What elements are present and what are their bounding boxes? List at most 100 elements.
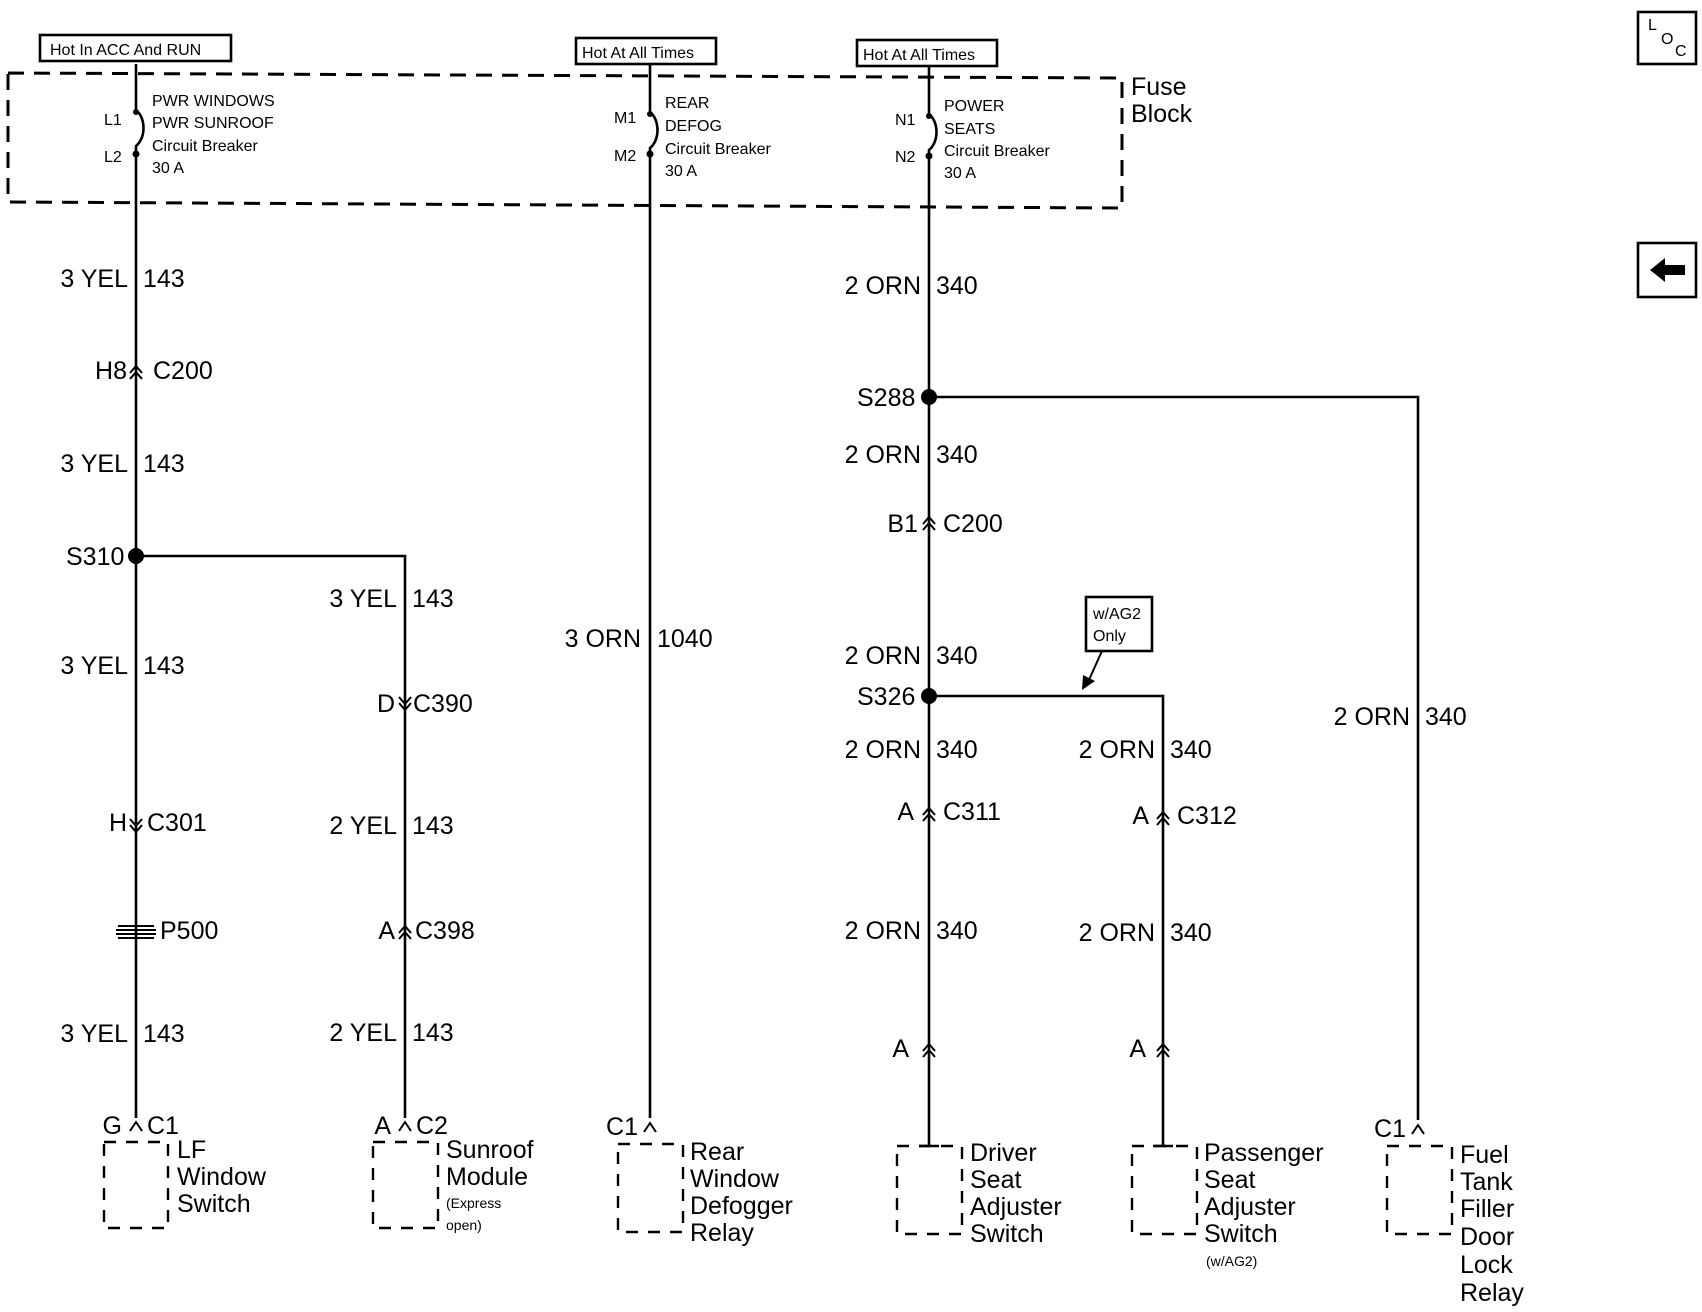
back-button[interactable] [1636,241,1698,299]
svg-text:143: 143 [412,812,454,840]
svg-text:143: 143 [143,450,185,478]
svg-text:Switch: Switch [1204,1220,1278,1248]
svg-text:REAR: REAR [665,95,709,112]
svg-text:143: 143 [412,1019,454,1047]
wire-label: 3 YEL 143 [329,585,453,613]
svg-text:143: 143 [143,652,185,680]
fuse-block-outline [6,71,1124,210]
svg-text:3 ORN: 3 ORN [565,625,641,653]
svg-text:Door: Door [1460,1223,1514,1251]
svg-text:2 ORN: 2 ORN [1079,736,1155,764]
component-sunroof-module: A C2 Sunroof Module (Express open) [371,1112,534,1233]
wire-340-pass-branch [929,694,1165,1146]
loc-button[interactable]: L O C [1636,10,1698,66]
svg-text:C1: C1 [606,1113,638,1141]
svg-text:POWER: POWER [944,98,1004,115]
svg-text:C200: C200 [153,357,213,385]
svg-text:H8: H8 [95,357,127,385]
component-fuel-door-lock-relay: C1 Fuel Tank Filler Door Lock Relay [1374,1115,1524,1307]
svg-text:Switch: Switch [177,1190,251,1218]
svg-text:2 ORN: 2 ORN [1334,703,1410,731]
option-note-ag2: w/AG2 Only [1082,595,1154,690]
svg-text:A: A [1132,802,1149,830]
fuse-block-label-1: Fuse [1131,73,1187,101]
svg-text:(w/AG2): (w/AG2) [1206,1253,1257,1269]
svg-text:Circuit Breaker: Circuit Breaker [944,143,1050,160]
svg-text:C2: C2 [416,1112,448,1140]
svg-text:A: A [374,1112,391,1140]
wire-label: 2 ORN 340 [845,917,978,945]
wire-label: 2 ORN 340 [845,441,978,469]
connector-c390: D C390 [377,690,473,718]
loc-letter-c: C [1675,43,1687,60]
svg-text:3 YEL: 3 YEL [60,450,128,478]
svg-text:2 ORN: 2 ORN [845,272,921,300]
connector-c312: A C312 [1132,802,1236,830]
svg-text:Adjuster: Adjuster [970,1193,1062,1221]
svg-text:340: 340 [936,272,978,300]
svg-text:N2: N2 [895,149,916,166]
svg-text:Switch: Switch [970,1220,1044,1248]
connector-c398: A C398 [378,917,474,945]
svg-text:Circuit Breaker: Circuit Breaker [152,138,258,155]
svg-text:2 ORN: 2 ORN [845,736,921,764]
svg-text:C200: C200 [943,510,1003,538]
component-lf-window-switch: G C1 LF Window Switch [103,1112,267,1230]
svg-text:S326: S326 [857,683,915,711]
svg-text:2 ORN: 2 ORN [845,441,921,469]
svg-text:(Express: (Express [446,1195,501,1211]
svg-text:C398: C398 [415,917,475,945]
svg-text:Window: Window [690,1165,780,1193]
svg-text:Passenger: Passenger [1204,1139,1324,1167]
svg-text:30 A: 30 A [944,165,976,182]
svg-text:B1: B1 [887,510,918,538]
svg-text:Tank: Tank [1460,1168,1513,1196]
circuit-breaker-pwr-windows: L1 L2 PWR WINDOWS PWR SUNROOF Circuit Br… [104,64,275,177]
svg-text:143: 143 [143,1020,185,1048]
svg-text:M1: M1 [614,110,636,127]
svg-text:PWR WINDOWS: PWR WINDOWS [152,93,275,110]
svg-text:1040: 1040 [657,625,713,653]
splice-s288: S288 [857,384,937,412]
svg-text:Hot At All Times: Hot At All Times [863,47,975,64]
svg-text:Module: Module [446,1163,528,1191]
svg-text:w/AG2: w/AG2 [1092,606,1141,623]
svg-text:N1: N1 [895,112,916,129]
svg-text:Hot In ACC And RUN: Hot In ACC And RUN [50,42,201,59]
connector-c301: H C301 [109,809,207,837]
svg-text:30 A: 30 A [665,163,697,180]
wire-label: 3 YEL 143 [60,265,184,293]
hot-label-acc-run: Hot In ACC And RUN [38,33,233,63]
loc-letter-l: L [1648,17,1657,34]
connector-pass-seat: A [1129,1035,1170,1063]
wire-label: 2 ORN 340 [1079,919,1212,947]
wire-label: 2 ORN 340 [845,642,978,670]
connector-c311: A C311 [897,798,1001,826]
svg-text:H: H [109,809,127,837]
connector-c200-h8: H8 C200 [95,357,213,385]
wire-label: 3 YEL 143 [60,652,184,680]
svg-text:340: 340 [1170,919,1212,947]
svg-text:C301: C301 [147,809,207,837]
svg-text:Only: Only [1093,628,1126,645]
svg-text:2 YEL: 2 YEL [329,1019,397,1047]
svg-text:Defogger: Defogger [690,1192,793,1220]
svg-text:DEFOG: DEFOG [665,118,722,135]
svg-text:2 YEL: 2 YEL [329,812,397,840]
circuit-breaker-rear-defog: M1 M2 REAR DEFOG Circuit Breaker 30 A [614,64,771,180]
svg-text:C312: C312 [1177,802,1237,830]
component-driver-seat-adjuster-switch: Driver Seat Adjuster Switch [895,1139,1062,1248]
svg-text:143: 143 [143,265,185,293]
svg-text:Window: Window [177,1163,267,1191]
svg-text:A: A [1129,1035,1146,1063]
svg-text:3 YEL: 3 YEL [60,1020,128,1048]
svg-text:Filler: Filler [1460,1195,1514,1223]
svg-text:C311: C311 [943,798,1001,826]
svg-text:30 A: 30 A [152,160,184,177]
svg-text:D: D [377,690,395,718]
svg-text:Circuit Breaker: Circuit Breaker [665,141,771,158]
svg-text:3 YEL: 3 YEL [60,265,128,293]
svg-text:L2: L2 [104,149,122,166]
svg-text:3 YEL: 3 YEL [329,585,397,613]
svg-text:340: 340 [1170,736,1212,764]
